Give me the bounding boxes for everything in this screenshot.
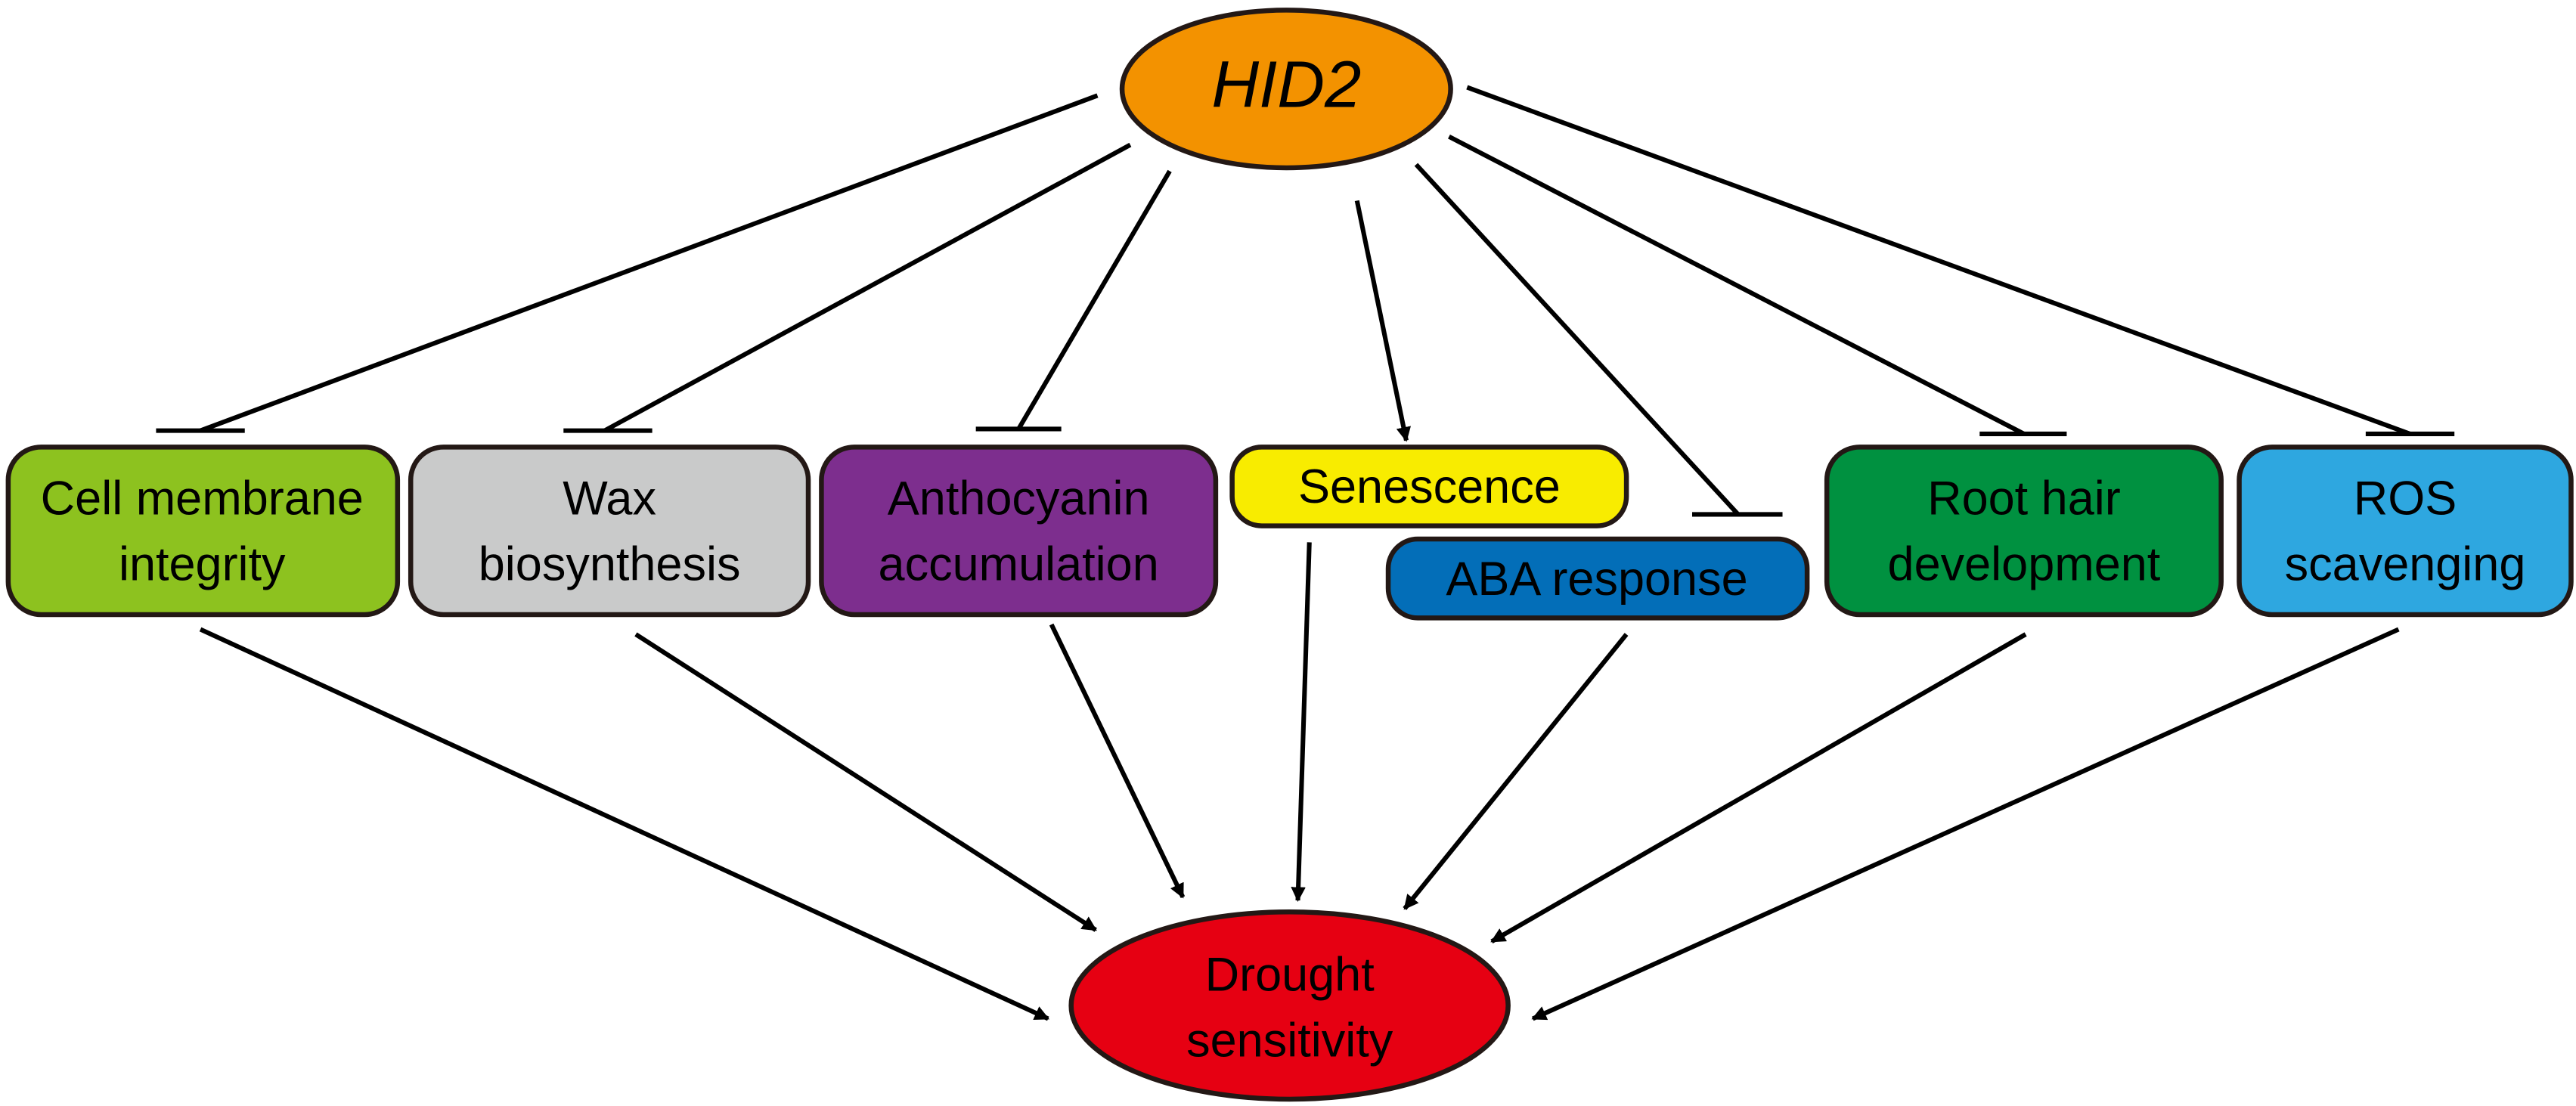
label-line: Wax <box>563 472 656 525</box>
label-line: sensitivity <box>1186 1014 1393 1067</box>
edge-wax-to-drought <box>634 632 1097 932</box>
edge-anthocyanin-to-drought <box>1049 623 1186 899</box>
edge-hid2-inhibits-aba <box>1414 163 1783 517</box>
hid2-ellipse <box>1119 8 1453 171</box>
edge-senescence-to-drought <box>1291 542 1312 903</box>
label-line: accumulation <box>879 538 1159 590</box>
edge-hid2-inhibits-cell-membrane <box>156 93 1099 433</box>
node-aba-response: ABA response <box>1385 536 1810 621</box>
node-cell-membrane-integrity: Cell membrane integrity <box>5 445 401 618</box>
edge-hid2-inhibits-wax <box>563 142 1132 433</box>
node-root-hair-development: Root hair development <box>1824 445 2224 618</box>
node-ros-scavenging: ROS scavenging <box>2237 445 2574 618</box>
hid2-label: HID2 <box>1211 48 1361 122</box>
label-line: biosynthesis <box>479 538 741 590</box>
node-anthocyanin-accumulation: Anthocyanin accumulation <box>819 445 1219 618</box>
node-hid2: HID2 <box>1119 8 1453 171</box>
edge-ros-to-drought <box>1531 627 2400 1021</box>
label-line: integrity <box>119 538 286 590</box>
label-line: ABA response <box>1446 553 1747 606</box>
edge-root-hair-to-drought <box>1490 632 2027 944</box>
label-line: Drought <box>1205 949 1375 1002</box>
node-senescence: Senescence <box>1229 445 1629 528</box>
edge-hid2-inhibits-anthocyanin <box>975 169 1172 432</box>
edge-hid2-inhibits-ros <box>1466 85 2455 437</box>
label-line: development <box>1888 538 2161 590</box>
edge-hid2-inhibits-root-hair <box>1448 134 2067 437</box>
hid2-edges <box>156 85 2455 517</box>
edge-aba-to-drought <box>1403 633 1629 910</box>
edge-hid2-promotes-senescence <box>1354 200 1411 442</box>
label-line: Root hair <box>1927 472 2121 525</box>
node-drought-sensitivity: Drought sensitivity <box>1068 909 1511 1102</box>
label-line: Cell membrane <box>41 472 364 525</box>
label-line: Senescence <box>1298 460 1561 513</box>
label-line: ROS <box>2354 472 2457 525</box>
label-line: Anthocyanin <box>888 472 1150 525</box>
outcome-edges <box>199 542 2400 1021</box>
edge-cell-membrane-to-drought <box>199 627 1050 1021</box>
node-wax-biosynthesis: Wax biosynthesis <box>408 445 811 618</box>
label-line: scavenging <box>2285 538 2526 590</box>
